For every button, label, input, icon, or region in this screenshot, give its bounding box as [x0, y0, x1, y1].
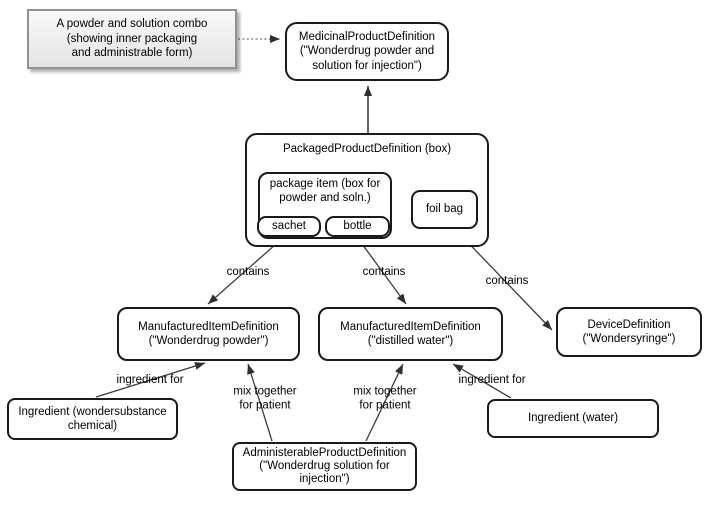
node-text: DeviceDefinition	[587, 318, 671, 331]
edge-label-line: mix together	[233, 385, 297, 398]
node-text: ("Wonderdrug powder and	[299, 45, 435, 58]
edge-contains-bottle-to-mid-water	[356, 236, 407, 305]
node-text: injection")	[299, 473, 350, 486]
node-manufactured-item-water: ManufacturedItemDefinition ("distilled w…	[318, 307, 503, 361]
node-text: sachet	[272, 220, 306, 233]
node-ingredient-water: Ingredient (water)	[487, 399, 659, 438]
edge-label-contains-2: contains	[362, 265, 406, 278]
node-text: solution for injection")	[312, 59, 422, 72]
node-text: Ingredient (wondersubstance	[18, 405, 167, 418]
edge-contains-sachet-to-mid-powder	[207, 236, 285, 305]
node-text: ("Wondersyringe")	[582, 333, 676, 345]
note-box: A powder and solution combo (showing inn…	[27, 9, 237, 69]
edge-label-line: mix together	[353, 385, 417, 398]
node-administerable-product-definition: AdministerableProductDefinition ("Wonder…	[232, 442, 417, 491]
node-sachet: sachet	[257, 216, 321, 237]
edge-admin-to-mid-powder	[247, 363, 273, 442]
node-text: ("Wonderdrug powder")	[148, 335, 269, 347]
node-text: bottle	[343, 220, 372, 233]
node-text: ManufacturedItemDefinition	[138, 320, 279, 333]
node-device-definition: DeviceDefinition ("Wondersyringe")	[556, 307, 702, 357]
node-ingredient-chemical: Ingredient (wondersubstance chemical)	[7, 398, 178, 440]
node-bottle: bottle	[325, 216, 390, 237]
edge-label-ingredient-for-left: ingredient for	[116, 373, 184, 386]
note-line: (showing inner packaging	[66, 32, 198, 45]
node-text: ("Wonderdrug solution for	[259, 459, 390, 472]
node-text: powder and soln.)	[279, 192, 371, 205]
note-line: A powder and solution combo	[56, 17, 208, 30]
edge-admin-to-mid-water	[365, 363, 404, 442]
edge-label-contains-1: contains	[226, 265, 270, 278]
node-manufactured-item-powder: ManufacturedItemDefinition ("Wonderdrug …	[117, 307, 300, 361]
node-foil-bag: foil bag	[411, 190, 478, 229]
edge-ingredient-chemical-to-mid-powder	[95, 362, 206, 398]
node-text: ManufacturedItemDefinition	[340, 320, 481, 333]
node-text: AdministerableProductDefinition	[242, 446, 407, 459]
edge-label-mix-together-right: mix together for patient	[353, 385, 416, 414]
edge-label-mix-together-left: mix together for patient	[233, 385, 296, 414]
node-text: Ingredient (water)	[527, 412, 619, 425]
node-medicinal-product-definition: MedicinalProductDefinition ("Wonderdrug …	[285, 22, 449, 81]
node-text: package item (box for	[269, 178, 381, 190]
edge-label-line: for patient	[359, 400, 411, 412]
edge-label-line: for patient	[239, 400, 291, 412]
node-title: PackagedProductDefinition (box)	[282, 143, 452, 155]
edge-label-contains-3: contains	[485, 274, 529, 287]
edge-ingredient-water-to-mid-water	[452, 363, 512, 399]
edge-label-ingredient-for-right: ingredient for	[458, 373, 526, 386]
node-text: ("distilled water")	[367, 335, 454, 347]
node-text: foil bag	[425, 203, 464, 216]
note-line: and administrable form)	[71, 47, 193, 60]
node-text: chemical)	[67, 420, 118, 432]
node-text: MedicinalProductDefinition	[298, 31, 436, 44]
